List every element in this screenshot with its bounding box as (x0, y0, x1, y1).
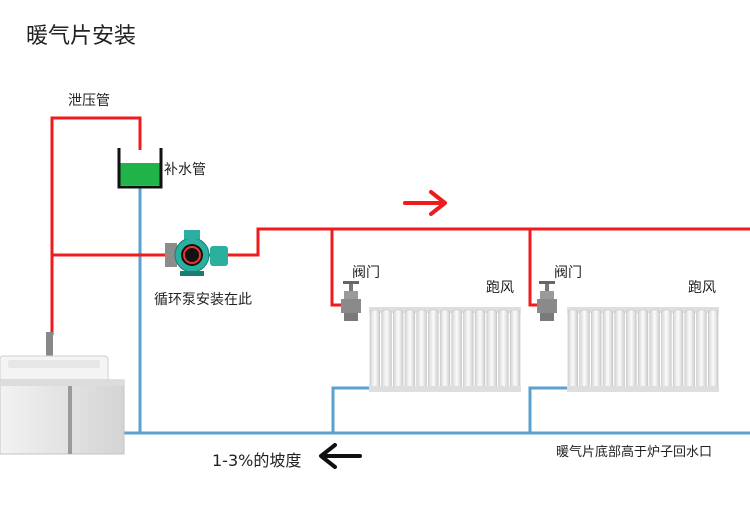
flow-arrow-right-icon (403, 190, 447, 216)
valve-label-2: 阀门 (554, 265, 582, 281)
pressure-relief-label: 泄压管 (68, 93, 110, 109)
vent-label-1: 跑风 (486, 280, 514, 296)
radiator-height-note: 暖气片底部高于炉子回水口 (556, 445, 713, 460)
makeup-water-label: 补水管 (164, 162, 206, 178)
circulation-pump-icon (165, 230, 228, 276)
pump-install-label: 循环泵安装在此 (154, 292, 252, 308)
radiator-icon (567, 307, 719, 392)
radiator-icon (369, 307, 521, 392)
boiler-icon (0, 332, 125, 455)
diagram-title: 暖气片安装 (26, 24, 137, 49)
gate-valve-icon (537, 281, 557, 321)
gate-valve-icon (341, 281, 361, 321)
slope-label: 1-3%的坡度 (212, 451, 302, 470)
return-pipe (124, 188, 750, 435)
valve-label-1: 阀门 (352, 265, 380, 281)
slope-arrow-left-icon (319, 443, 362, 469)
expansion-tank (117, 148, 163, 189)
vent-label-2: 跑风 (688, 280, 716, 296)
